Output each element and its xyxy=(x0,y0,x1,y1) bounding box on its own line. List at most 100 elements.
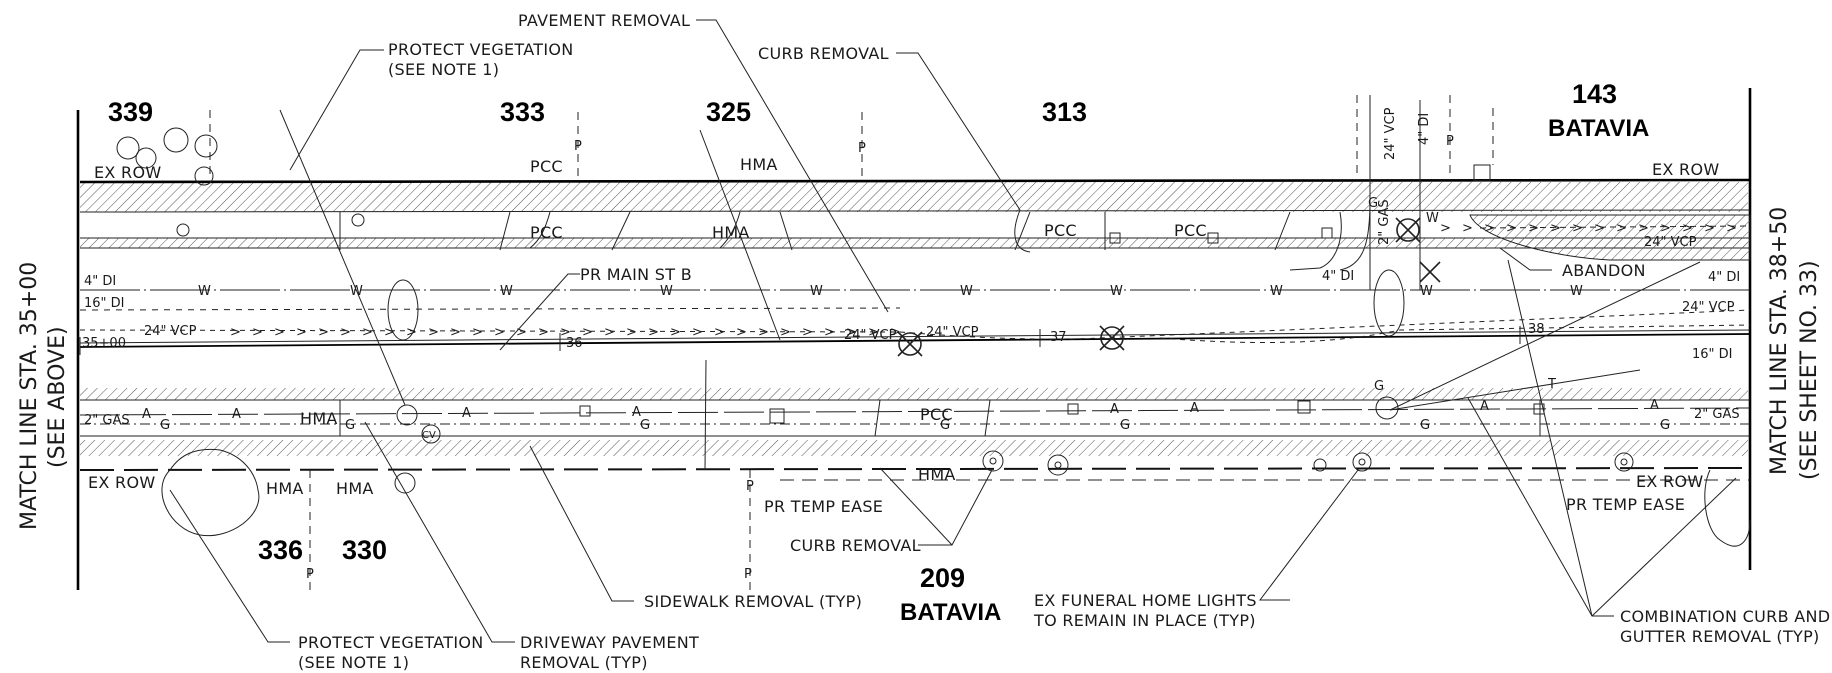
gas-2-west: 2" GAS xyxy=(84,413,130,428)
station-36: 36 xyxy=(566,336,583,351)
north-services xyxy=(209,95,1494,180)
callout-sidewalk-removal: SIDEWALK REMOVAL (TYP) xyxy=(644,592,862,611)
vcp-24-west: 24" VCP xyxy=(144,324,197,339)
vegetation-south-east xyxy=(1704,469,1751,547)
sanitary-flow-arrow: > xyxy=(1726,221,1737,236)
cv-circle xyxy=(421,424,441,444)
callout-curb-removal-bottom: CURB REMOVAL xyxy=(790,536,921,555)
vcp-24-east-1: 24" VCP xyxy=(1644,235,1697,250)
vegetation-north xyxy=(116,127,218,186)
address-339: 339 xyxy=(108,97,153,127)
address-209: 209 xyxy=(920,563,965,593)
sanitary-flow-arrow: > xyxy=(1572,221,1583,236)
north-ex-row-line xyxy=(79,178,1751,184)
sanitary-flow-arrow: > xyxy=(802,325,813,340)
driveway-return-2 xyxy=(719,211,741,249)
north-curb-hatch xyxy=(80,238,1748,248)
sanitary-flow-arrow: > xyxy=(384,325,395,340)
svg-text:W: W xyxy=(1110,284,1123,299)
svg-text:G: G xyxy=(1120,418,1130,433)
north-walk-edge xyxy=(79,209,1751,213)
svg-text:W: W xyxy=(660,284,673,299)
pcc-north-3: PCC xyxy=(1044,221,1077,240)
sanitary-flow-arrow: > xyxy=(318,325,329,340)
vcp-24-east-2: 24" VCP xyxy=(1682,300,1735,315)
sanitary-flow-arrow: > xyxy=(472,325,483,340)
pothole-ellipse-1 xyxy=(387,279,419,341)
abandon-zone xyxy=(1469,214,1751,261)
sanitary-flow-arrow: > xyxy=(1440,221,1451,236)
south-curb-hatch xyxy=(80,388,1748,400)
sanitary-flow-arrow: > xyxy=(538,325,549,340)
sanitary-flow-arrow: > xyxy=(252,325,263,340)
match-line-right-label: MATCH LINE STA. 38+50 xyxy=(1767,207,1792,475)
pothole-ellipse-2 xyxy=(1373,269,1405,337)
address-330: 330 xyxy=(342,535,387,565)
street-south: BATAVIA xyxy=(900,599,1001,626)
sanitary-flow-arrow: > xyxy=(1638,221,1649,236)
station-3500: 35+00 xyxy=(82,336,126,351)
callout-driveway-1: DRIVEWAY PAVEMENT xyxy=(520,633,699,652)
sanitary-sewer-24in-branch xyxy=(1159,324,1751,343)
sanitary-flow-arrow: > xyxy=(560,325,571,340)
electric-symbols: A A A A A A A A xyxy=(142,398,1659,422)
sanitary-flow-arrow: > xyxy=(648,325,659,340)
sanitary-flow-arrow: > xyxy=(868,325,879,340)
svg-text:W: W xyxy=(810,284,823,299)
south-sidewalk-hatch xyxy=(80,440,1748,456)
svg-text:G: G xyxy=(640,418,650,433)
property-pin-6: P xyxy=(744,567,752,582)
sanitary-flow-arrow: > xyxy=(494,325,505,340)
address-325: 325 xyxy=(706,97,751,127)
pr-temp-ease-1: PR TEMP EASE xyxy=(764,497,883,516)
station-ticks xyxy=(79,326,1521,355)
ex-row-se: EX ROW xyxy=(1636,472,1704,491)
sanitary-flow-arrow: > xyxy=(1550,221,1561,236)
tree-330 xyxy=(394,472,416,494)
sanitary-flow-arrow: > xyxy=(274,325,285,340)
north-curb-return-1 xyxy=(1014,209,1031,253)
sanitary-flow-arrow: > xyxy=(1616,221,1627,236)
property-pin-1: P xyxy=(574,139,582,154)
address-336: 336 xyxy=(258,535,303,565)
sanitary-flow-arrow: > xyxy=(846,325,857,340)
ex-row-sw: EX ROW xyxy=(88,473,156,492)
di-16-west: 16" DI xyxy=(84,296,125,311)
callout-protect-veg-bottom-2: (SEE NOTE 1) xyxy=(298,653,409,672)
station-38: 38 xyxy=(1528,322,1545,337)
svg-text:A: A xyxy=(1110,402,1119,417)
sanitary-sewer-24in xyxy=(79,309,1751,340)
callout-comb-curb-1: COMBINATION CURB AND xyxy=(1620,607,1830,626)
sanitary-flow-arrow: > xyxy=(758,325,769,340)
hma-north-1: HMA xyxy=(740,155,778,174)
pcc-south-1: PCC xyxy=(920,405,953,424)
sanitary-flow-arrow: > xyxy=(406,325,417,340)
di-4-east: 4" DI xyxy=(1708,270,1740,285)
match-line-left-label: MATCH LINE STA. 35+00 xyxy=(17,262,42,530)
svg-text:G: G xyxy=(160,418,170,433)
gas-lateral-symbol-2: G xyxy=(1374,379,1384,394)
street-north: BATAVIA xyxy=(1548,115,1649,142)
callout-abandon: ABANDON xyxy=(1562,261,1646,280)
pcc-north-2: PCC xyxy=(530,223,563,242)
hma-south-3: HMA xyxy=(336,479,374,498)
cv-symbol: CV xyxy=(422,430,436,441)
callout-funeral-2: TO REMAIN IN PLACE (TYP) xyxy=(1033,611,1256,630)
callout-pr-main-st: PR MAIN ST B xyxy=(580,265,692,284)
callout-protect-veg-top-2: (SEE NOTE 1) xyxy=(388,60,499,79)
pr-temp-ease-2: PR TEMP EASE xyxy=(1566,495,1685,514)
electric-line xyxy=(79,407,1751,416)
sanitary-flow-arrow: > xyxy=(516,325,527,340)
callout-protect-veg-top-1: PROTECT VEGETATION xyxy=(388,40,574,59)
north-curb-return-2 xyxy=(1289,211,1342,271)
sanitary-flow-arrow: > xyxy=(714,325,725,340)
svg-text:A: A xyxy=(462,406,471,421)
south-services xyxy=(309,470,751,590)
svg-text:A: A xyxy=(632,405,641,420)
address-143: 143 xyxy=(1572,79,1617,109)
svg-text:W: W xyxy=(1420,284,1433,299)
di-lateral-label: 4" DI xyxy=(1417,113,1432,145)
sanitary-flow-arrow: > xyxy=(670,325,681,340)
utility-poles xyxy=(396,164,1545,426)
gas-lateral-curve xyxy=(1339,199,1371,271)
